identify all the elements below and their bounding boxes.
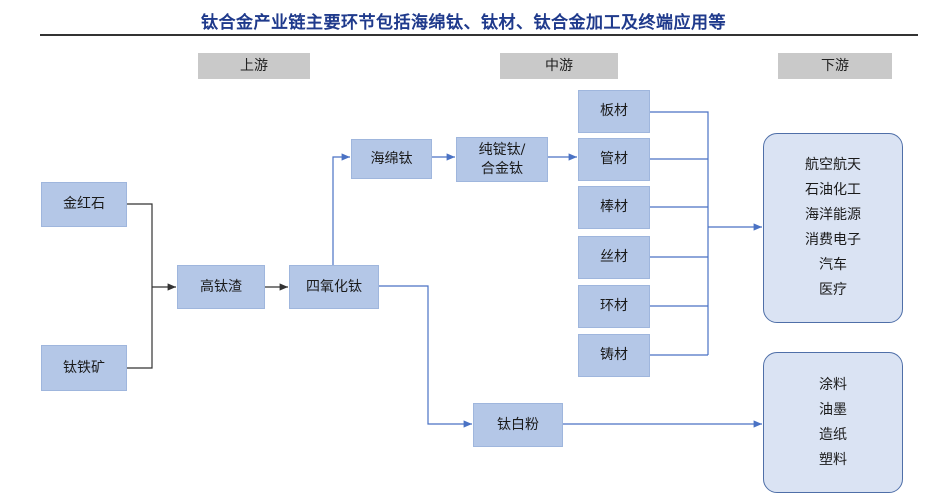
node-ticl4: 四氧化钛 xyxy=(289,265,379,309)
product-tube: 管材 xyxy=(578,138,650,181)
stage-downstream: 下游 xyxy=(778,53,892,79)
product-casting: 铸材 xyxy=(578,334,650,377)
stage-midstream: 中游 xyxy=(500,53,618,79)
application-coatings: 涂料 xyxy=(819,376,847,393)
application-plastics: 塑料 xyxy=(819,451,847,468)
node-ingot: 纯锭钛/ 合金钛 xyxy=(456,137,548,182)
raw-material-merge-line xyxy=(127,203,153,369)
node-ilmenite: 钛铁矿 xyxy=(41,345,127,391)
node-rutile: 金红石 xyxy=(41,182,127,227)
application-automotive: 汽车 xyxy=(819,257,847,273)
stage-upstream: 上游 xyxy=(198,53,310,79)
product-wire: 丝材 xyxy=(578,236,650,279)
arrow-to-sponge-ti xyxy=(332,153,350,270)
application-aerospace: 航空航天 xyxy=(805,157,861,173)
product-plate: 板材 xyxy=(578,90,650,133)
pigment-applications-box: 涂料 油墨 造纸 塑料 xyxy=(763,352,903,493)
application-medical: 医疗 xyxy=(819,282,847,298)
application-petrochemical: 石油化工 xyxy=(805,182,861,198)
product-bar: 棒材 xyxy=(578,186,650,229)
application-marine-energy: 海洋能源 xyxy=(805,207,861,223)
page-title: 钛合金产业链主要环节包括海绵钛、钛材、钛合金加工及终端应用等 xyxy=(201,13,726,33)
node-high-ti-slag: 高钛渣 xyxy=(177,265,265,309)
application-papermaking: 造纸 xyxy=(819,426,847,443)
node-sponge-ti: 海绵钛 xyxy=(351,139,432,179)
alloy-applications-box: 航空航天 石油化工 海洋能源 消费电子 汽车 医疗 xyxy=(763,133,903,323)
product-ring: 环材 xyxy=(578,285,650,328)
node-tio2: 钛白粉 xyxy=(473,403,563,447)
application-ink: 油墨 xyxy=(819,401,847,418)
title-underline xyxy=(40,34,918,36)
application-consumer-electronics: 消费电子 xyxy=(805,232,861,248)
arrow-to-tio2 xyxy=(379,285,472,428)
